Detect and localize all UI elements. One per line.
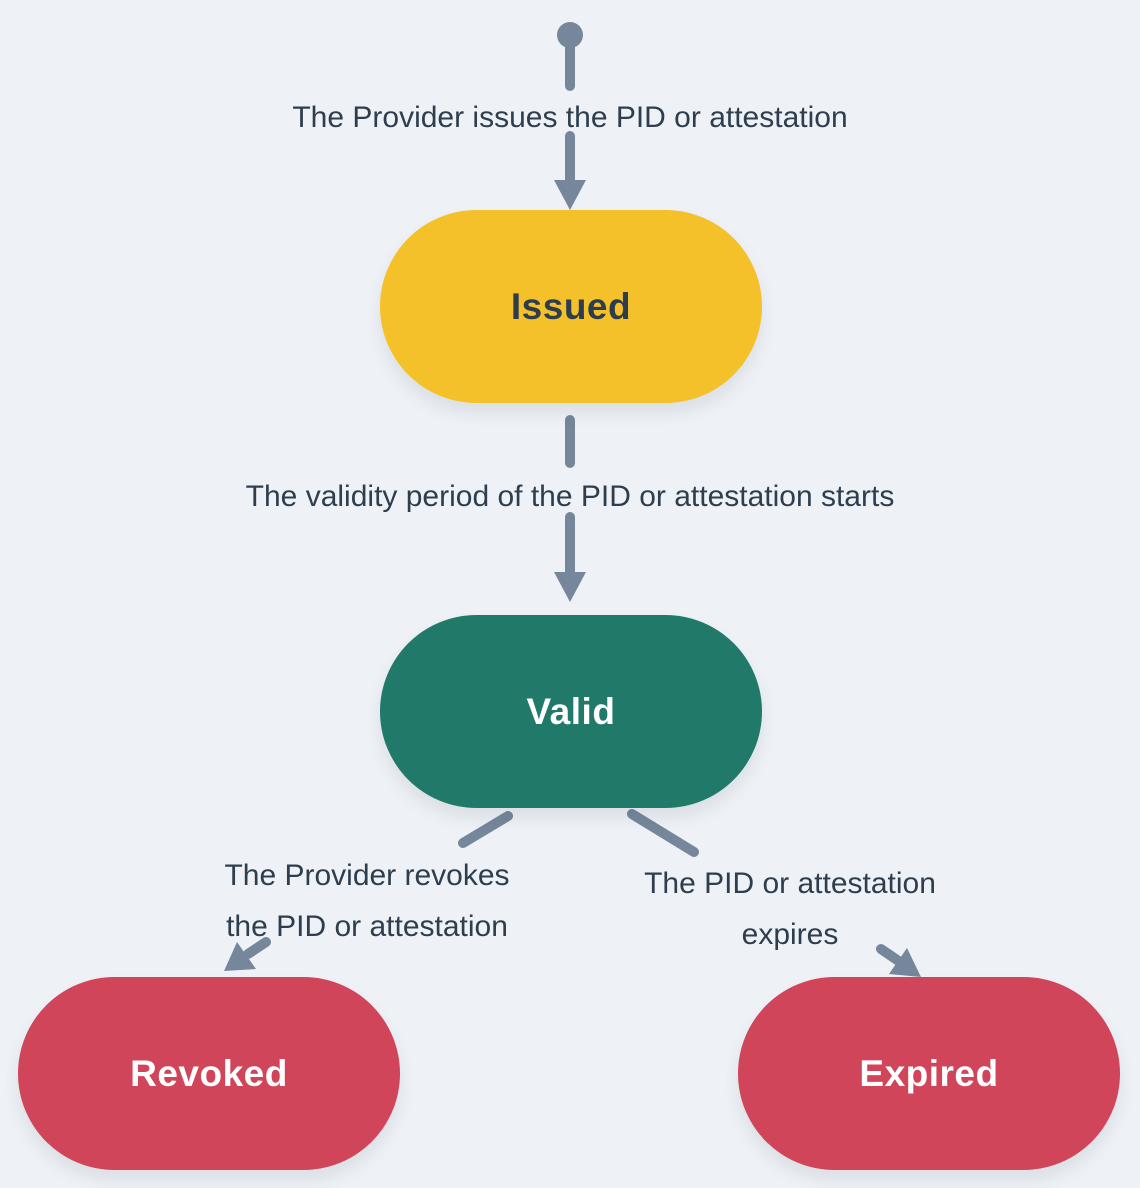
state-node-expired: Expired bbox=[738, 977, 1120, 1170]
arrowhead-into-expired bbox=[889, 948, 921, 977]
edge-label-expire-line2: expires bbox=[741, 918, 839, 951]
arrowhead-into-revoked bbox=[224, 942, 256, 971]
edge-revoke-arrow bbox=[224, 811, 513, 971]
state-label-valid: Valid bbox=[526, 690, 616, 732]
edge-issue-arrow bbox=[554, 42, 586, 210]
edge-validity-arrow bbox=[554, 415, 586, 602]
edge-expire-arrow bbox=[627, 809, 921, 977]
state-label-revoked: Revoked bbox=[130, 1052, 288, 1094]
state-node-issued: Issued bbox=[380, 210, 762, 403]
arrowhead-into-valid bbox=[554, 572, 586, 602]
state-node-revoked: Revoked bbox=[18, 977, 400, 1170]
edge-label-revoke-line2: the PID or attestation bbox=[226, 910, 508, 943]
edge-label-issue: The Provider issues the PID or attestati… bbox=[292, 101, 848, 134]
edge-label-revoke: The Provider revokes the PID or attestat… bbox=[167, 850, 567, 952]
start-dot bbox=[557, 22, 583, 48]
state-label-expired: Expired bbox=[859, 1052, 999, 1094]
edge-label-validity: The validity period of the PID or attest… bbox=[245, 480, 895, 513]
arrowhead-into-issued bbox=[554, 180, 586, 210]
edge-label-revoke-line1: The Provider revokes bbox=[224, 859, 510, 892]
edge-label-expire: The PID or attestation expires bbox=[590, 858, 990, 960]
edge-label-expire-line1: The PID or attestation bbox=[644, 867, 936, 900]
state-node-valid: Valid bbox=[380, 615, 762, 808]
state-label-issued: Issued bbox=[510, 285, 632, 327]
